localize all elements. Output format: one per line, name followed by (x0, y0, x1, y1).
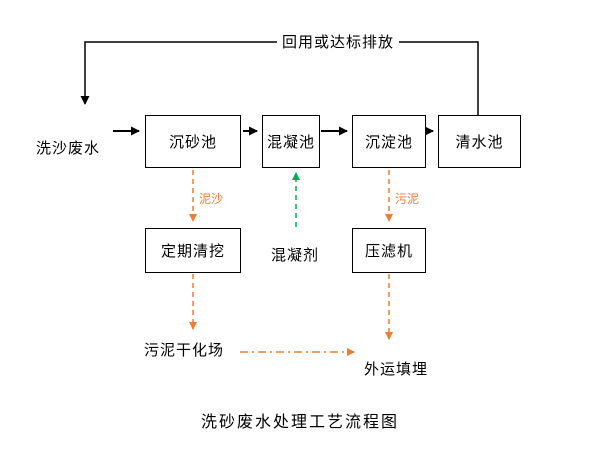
box-periodic-dredging: 定期清挖 (145, 228, 241, 273)
feedback-label: 回用或达标排放 (277, 34, 400, 51)
coagulant-label: 混凝剂 (271, 247, 320, 264)
input-label: 洗沙废水 (36, 140, 101, 157)
diagram-title: 洗砂废水处理工艺流程图 (200, 414, 399, 431)
box-sedimentation-tank: 沉淀池 (352, 115, 426, 168)
box-coagulation-tank: 混凝池 (262, 115, 320, 168)
sediment-label: 泥沙 (199, 192, 224, 206)
sludge-label: 污泥 (395, 192, 420, 206)
box-filter-press: 压滤机 (352, 228, 426, 273)
sludge-drying-field-label: 污泥干化场 (144, 342, 225, 359)
box-clear-water-tank: 清水池 (438, 115, 521, 168)
box-grit-chamber: 沉砂池 (145, 115, 241, 168)
offsite-landfill-label: 外运填埋 (364, 361, 429, 378)
recycle-feedback-line (80, 41, 479, 115)
